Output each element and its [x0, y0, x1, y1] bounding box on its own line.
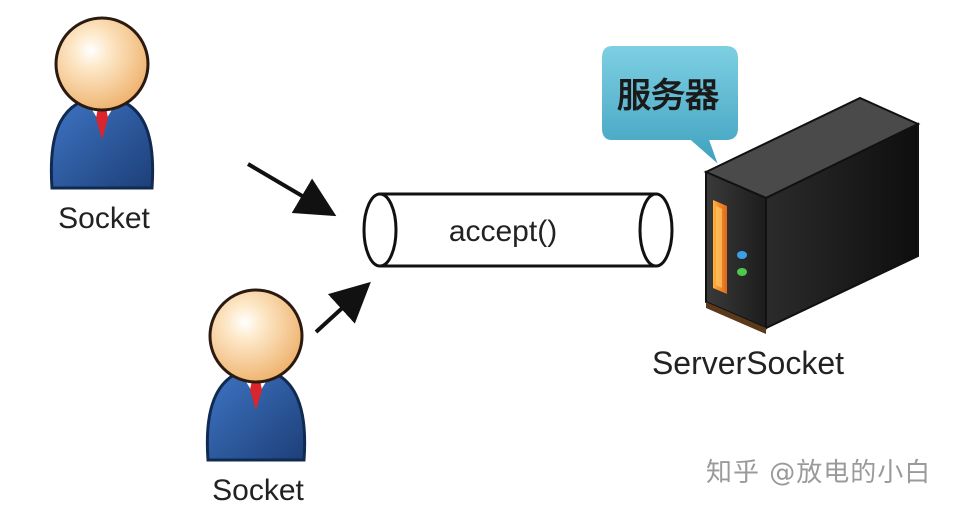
- accept-pipe: accept(): [362, 192, 674, 268]
- server-led-green: [737, 268, 747, 276]
- accept-label: accept(): [449, 215, 557, 248]
- arrow-client-2-to-pipe: [314, 281, 371, 334]
- arrow-client-1-to-pipe: [246, 162, 337, 217]
- person-icon: [205, 288, 307, 462]
- client-2-label: Socket: [212, 474, 304, 507]
- client-person-2: Socket: [205, 288, 307, 507]
- server-speech-bubble: 服务器: [598, 42, 742, 177]
- bubble-label: 服务器: [617, 76, 720, 116]
- server-led-blue: [737, 251, 747, 259]
- server-icon: [703, 96, 921, 334]
- client-person-1: Socket: [49, 16, 155, 235]
- watermark-text: 知乎 @放电的小白: [706, 458, 932, 488]
- server-label: ServerSocket: [652, 345, 844, 381]
- person-icon: [49, 16, 155, 190]
- client-1-label: Socket: [58, 202, 150, 235]
